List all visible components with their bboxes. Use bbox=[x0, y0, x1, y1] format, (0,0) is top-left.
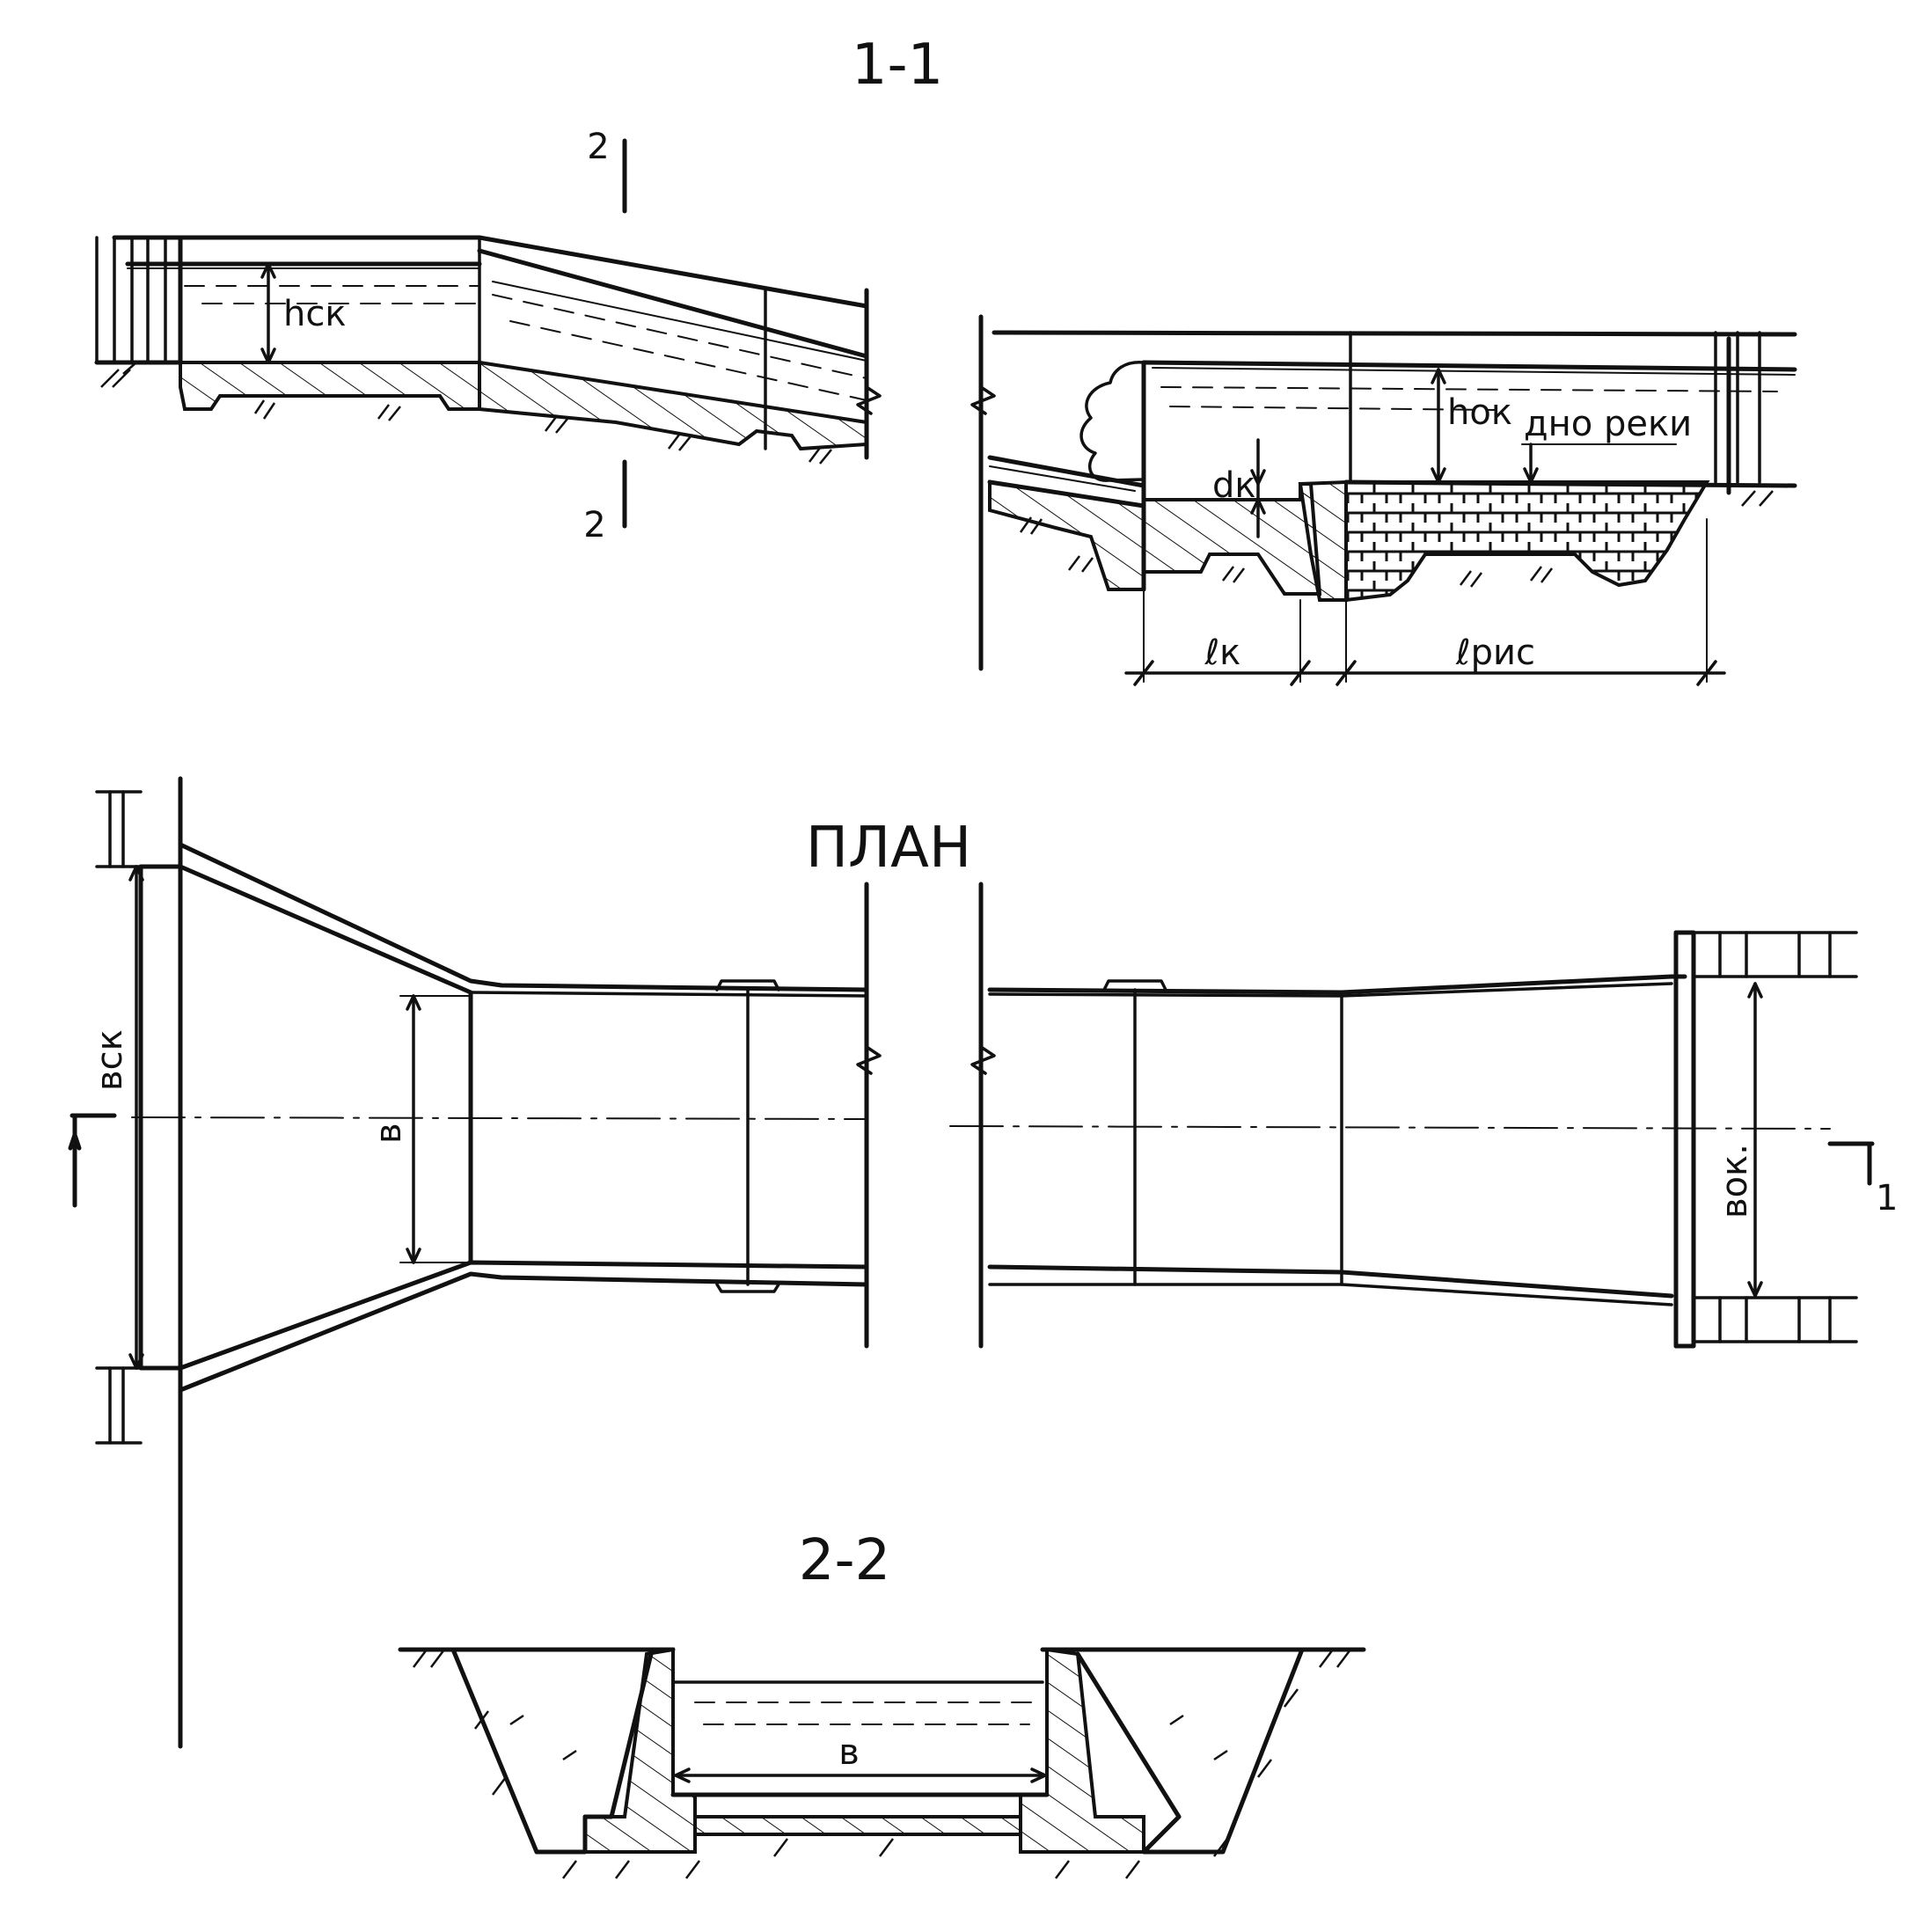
plan-view: ПЛАН вск bbox=[68, 776, 1898, 1749]
plan-inlet-funnel bbox=[178, 842, 882, 1393]
river-bottom-callout: дно реки bbox=[1521, 404, 1692, 484]
dimension-b: в bbox=[369, 994, 472, 1264]
cut-marker-1-right-label: 1 bbox=[1876, 1178, 1898, 1218]
label-h-ok: hок bbox=[1447, 392, 1512, 433]
cut-marker-2-bottom: 2 bbox=[583, 459, 627, 545]
cut-marker-1-right: 1 bbox=[1827, 1141, 1898, 1218]
section-1-1: 1-1 2 2 bbox=[94, 33, 1797, 686]
plan-inlet-headwall bbox=[95, 776, 183, 1749]
label-b-ok: вок. bbox=[1715, 1144, 1755, 1218]
upstream-flume-profile bbox=[94, 235, 882, 465]
section-2-2: 2-2 в bbox=[398, 1528, 1366, 1879]
label-b-ck: вск bbox=[90, 1029, 130, 1091]
dimension-l-k-l-ris: ℓк ℓрис bbox=[1124, 518, 1726, 686]
label-h-ck: hск bbox=[283, 294, 347, 334]
dimension-b-section: в bbox=[674, 1732, 1047, 1783]
dimension-h-ck: hск bbox=[260, 262, 347, 364]
label-d-k: dк bbox=[1212, 465, 1256, 506]
section-2-2-title: 2-2 bbox=[799, 1528, 891, 1593]
plan-outlet-funnel bbox=[970, 882, 1858, 1349]
cut-marker-1-left bbox=[68, 1113, 117, 1208]
dimension-b-ck: вск bbox=[90, 865, 144, 1370]
label-b: в bbox=[369, 1123, 409, 1144]
dimension-d-k: dк bbox=[1212, 438, 1266, 538]
downstream-outlet-profile bbox=[970, 314, 1797, 671]
section-1-1-title: 1-1 bbox=[852, 33, 944, 98]
dimension-b-ok: вок. bbox=[1715, 982, 1763, 1298]
cut-marker-2-top: 2 bbox=[587, 127, 627, 214]
label-l-k: ℓк bbox=[1204, 633, 1241, 673]
label-river-bottom: дно реки bbox=[1524, 404, 1692, 444]
dimension-h-ok: hок bbox=[1431, 368, 1512, 484]
cut-marker-2-bottom-label: 2 bbox=[583, 505, 605, 545]
plan-title: ПЛАН bbox=[806, 816, 971, 881]
label-b-section: в bbox=[838, 1732, 860, 1773]
cut-marker-2-top-label: 2 bbox=[587, 127, 609, 167]
label-l-ris: ℓрис bbox=[1455, 633, 1535, 673]
